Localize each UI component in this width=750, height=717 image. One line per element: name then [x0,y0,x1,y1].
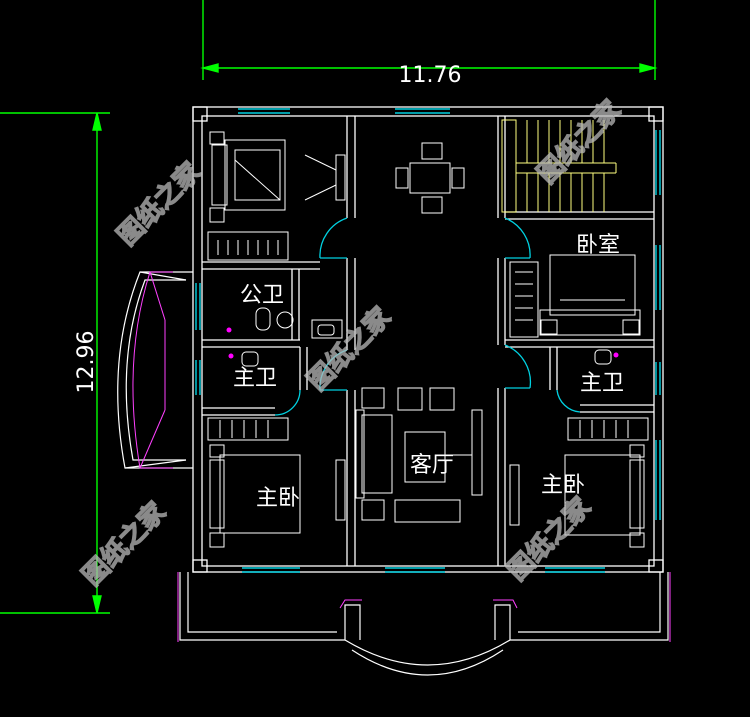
staircase [501,119,617,213]
balcony-rail [177,572,671,642]
interior-walls [202,116,654,566]
balcony [179,572,669,676]
furniture [207,131,649,548]
room-label-master-bedroom-right: 主卧 [541,473,585,498]
watermark-3: 图纸之家 [301,301,396,396]
room-label-master-bedroom-left: 主卧 [256,486,300,511]
width-dimension [200,0,658,80]
room-label-master-bath-left: 主卫 [233,366,277,391]
width-dimension-label: 11.76 [399,63,462,88]
plumbing-fixtures [226,327,619,359]
bay-window-frame [132,271,173,469]
watermark-2: 图纸之家 [531,94,626,189]
watermark-4: 图纸之家 [76,496,171,591]
room-label-master-bath-right: 主卫 [580,371,624,396]
height-dimension-label: 12.96 [74,331,99,394]
room-label-living-room: 客厅 [410,453,454,478]
windows [195,108,661,573]
height-dimension [0,112,110,614]
doors [274,217,581,416]
room-label-public-bath: 公卫 [240,283,284,308]
room-label-bedroom: 卧室 [576,233,620,258]
bay-window [117,271,193,469]
